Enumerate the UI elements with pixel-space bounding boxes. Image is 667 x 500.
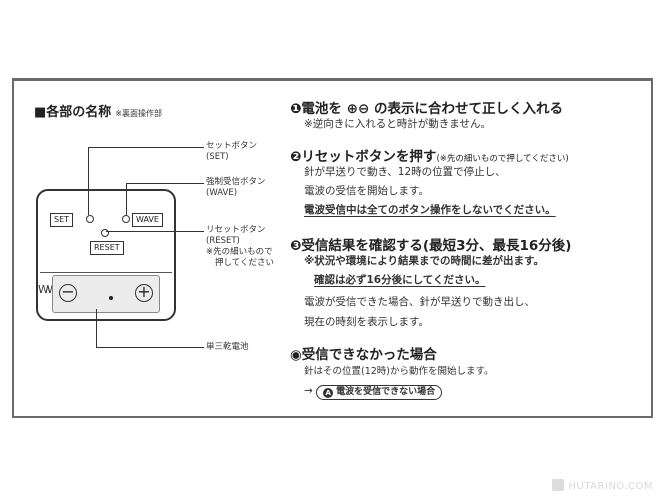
reset-callout-note-2: 押してください bbox=[215, 258, 274, 268]
step-3-line-1: 電波が受信できた場合、針が早送りで動き出し、 bbox=[304, 296, 535, 308]
failure-case-title: ◉受信できなかった場合 bbox=[290, 347, 437, 363]
step-2-subtitle: (※先の細いもので押してください) bbox=[436, 154, 569, 164]
battery-leader-vertical bbox=[96, 309, 97, 347]
set-callout-code: (SET) bbox=[206, 152, 229, 162]
reset-callout-code: (RESET) bbox=[206, 236, 240, 246]
set-leader-vertical bbox=[88, 147, 89, 215]
watermark: HUTARINO.COM bbox=[552, 479, 653, 492]
clock-back-panel-illustration: SET WAVE RESET WW − + bbox=[36, 189, 176, 321]
battery-leader-horizontal bbox=[96, 347, 204, 348]
step-1-note: ※逆向きに入れると時計が動きません。 bbox=[304, 118, 491, 130]
step-2-line-1: 針が早送りで動き、12時の位置で停止し、 bbox=[304, 166, 506, 178]
wave-button-label: WAVE bbox=[132, 213, 163, 227]
cannot-receive-signal-label: 電波を受信できない場合 bbox=[336, 387, 436, 397]
minus-terminal-icon: − bbox=[59, 284, 77, 302]
battery-callout-dot bbox=[109, 296, 113, 300]
back-side-note: ※裏面操作部 bbox=[115, 109, 162, 118]
plus-terminal-icon: + bbox=[135, 284, 153, 302]
step-3-warning: 確認は必ず16分後にしてください。 bbox=[314, 274, 486, 286]
aa-battery: − + bbox=[52, 275, 160, 313]
instruction-panel: ■各部の名称※裏面操作部 SET WAVE RESET WW − + セットボタ… bbox=[12, 78, 653, 418]
step-3-note: ※状況や環境により結果までの時間に差が出ます。 bbox=[304, 255, 544, 267]
wave-callout-code: (WAVE) bbox=[206, 188, 238, 198]
step-3-title: ❸受信結果を確認する(最短3分、最長16分後) bbox=[290, 238, 572, 254]
watermark-logo-icon bbox=[552, 479, 565, 491]
step-2-line-2: 電波の受信を開始します。 bbox=[304, 185, 429, 197]
step-3-line-2: 現在の時刻を表示します。 bbox=[304, 316, 429, 328]
parts-names-heading: ■各部の名称 bbox=[34, 105, 112, 120]
reset-callout-note: ※先の細いもので bbox=[206, 247, 273, 257]
wave-callout-name: 強制受信ボタン bbox=[206, 177, 266, 187]
set-button-hole bbox=[86, 215, 94, 223]
reset-button-callout: リセットボタン (RESET) ※先の細いもので 押してください bbox=[206, 225, 274, 269]
reset-callout-name: リセットボタン bbox=[206, 225, 266, 235]
watermark-text: HUTARINO.COM bbox=[568, 481, 653, 492]
set-leader-horizontal bbox=[88, 147, 204, 148]
step-1-title: ❶電池を ⊕⊖ の表示に合わせて正しく入れる bbox=[290, 101, 563, 117]
reset-button-label: RESET bbox=[90, 241, 124, 255]
wave-button-callout: 強制受信ボタン (WAVE) bbox=[206, 177, 266, 199]
step-2-warning: 電波受信中は全てのボタン操作をしないでください。 bbox=[304, 204, 556, 216]
battery-compartment: WW − + bbox=[38, 272, 172, 317]
step-2-title-text: ❷リセットボタンを押す bbox=[290, 149, 437, 165]
arrow-right-icon: → bbox=[304, 385, 313, 397]
section-a-icon: A bbox=[323, 388, 334, 398]
section-title: ■各部の名称※裏面操作部 bbox=[34, 101, 162, 120]
battery-callout: 単三乾電池 bbox=[206, 342, 249, 352]
failure-case-text: 針はその位置(12時)から動作を開始します。 bbox=[304, 366, 494, 377]
set-button-label: SET bbox=[50, 213, 74, 227]
reset-leader bbox=[106, 231, 204, 232]
set-callout-name: セットボタン bbox=[206, 141, 258, 151]
set-button-callout: セットボタン (SET) bbox=[206, 141, 257, 163]
wave-leader-vertical bbox=[126, 183, 127, 215]
reset-button-hole bbox=[101, 229, 109, 237]
step-2-title: ❷リセットボタンを押す(※先の細いもので押してください) bbox=[290, 145, 569, 165]
wave-button-hole bbox=[122, 215, 130, 223]
wave-leader-horizontal bbox=[126, 183, 204, 184]
